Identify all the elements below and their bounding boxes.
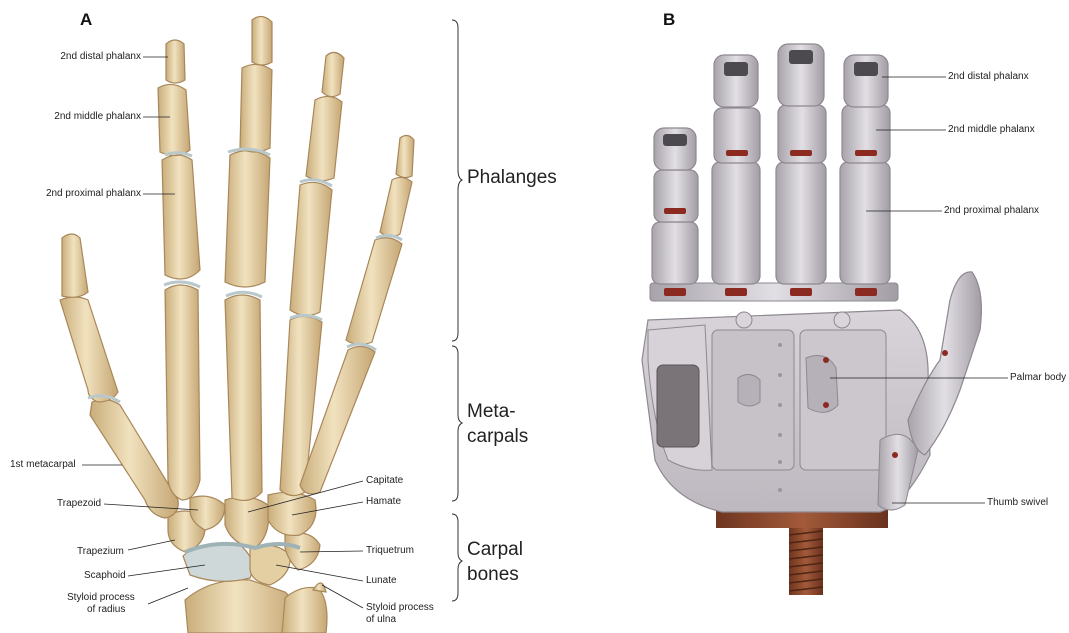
metacarpals-bracket — [452, 346, 462, 501]
base-plate — [716, 510, 888, 528]
fourth-middle-phalanx — [306, 96, 342, 180]
label-first-metacarpal: 1st metacarpal — [10, 459, 76, 471]
thumb-swivel — [878, 434, 918, 510]
hamate-bone — [268, 492, 316, 535]
styloid-ulna — [313, 583, 326, 592]
radius-bone — [185, 580, 297, 633]
label-styloid-radius-line2: of radius — [87, 604, 125, 616]
label-b-middle-phalanx: 2nd middle phalanx — [948, 124, 1035, 136]
carpals-bracket — [452, 514, 462, 601]
fifth-proximal-phalanx — [346, 238, 402, 345]
third-proximal-phalanx — [225, 151, 270, 287]
first-metacarpal — [90, 400, 178, 518]
finger-little-proximal — [652, 222, 698, 284]
finger-middle-proximal — [776, 162, 826, 284]
label-b-distal-phalanx: 2nd distal phalanx — [948, 71, 1029, 83]
fourth-proximal-phalanx — [290, 182, 332, 315]
label-styloid-ulna-line2: of ulna — [366, 614, 396, 626]
prosthetic-fingers — [652, 44, 890, 284]
finger-index-proximal — [840, 162, 890, 284]
palm-slot-left — [738, 374, 760, 406]
label-triquetrum: Triquetrum — [366, 545, 414, 557]
capitate-bone — [225, 497, 269, 548]
group-label-phalanges: Phalanges — [467, 166, 557, 190]
label-thumb-swivel: Thumb swivel — [987, 497, 1048, 509]
label-a-proximal-phalanx: 2nd proximal phalanx — [46, 188, 141, 200]
label-scaphoid: Scaphoid — [84, 570, 126, 582]
fifth-distal-phalanx — [396, 135, 414, 177]
ulna-bone — [282, 587, 327, 633]
wrist-bolt — [789, 525, 823, 595]
prosthetic-hand — [642, 44, 981, 595]
brackets — [452, 20, 462, 601]
label-b-proximal-phalanx: 2nd proximal phalanx — [944, 205, 1039, 217]
label-hamate: Hamate — [366, 496, 401, 508]
phalanges-bracket — [452, 20, 462, 341]
group-label-carpal-line1: Carpal — [467, 538, 523, 562]
palm-slot — [806, 356, 838, 413]
third-middle-phalanx — [240, 64, 272, 152]
group-label-metacarpals-line2: carpals — [467, 425, 528, 449]
label-styloid-ulna-line1: Styloid process — [366, 602, 434, 614]
label-capitate: Capitate — [366, 475, 403, 487]
skeletal-hand — [60, 16, 414, 633]
lunate-bone — [250, 545, 290, 585]
label-lunate: Lunate — [366, 575, 397, 587]
second-middle-phalanx — [158, 84, 190, 155]
thumb-distal-phalanx — [62, 234, 88, 297]
side-window — [657, 365, 699, 447]
third-distal-phalanx — [252, 16, 272, 65]
label-trapezium: Trapezium — [77, 546, 124, 558]
fifth-middle-phalanx — [380, 177, 412, 236]
label-a-distal-phalanx: 2nd distal phalanx — [60, 51, 141, 63]
finger-ring-proximal — [712, 162, 760, 284]
second-distal-phalanx — [166, 40, 185, 83]
second-metacarpal — [165, 285, 200, 500]
label-a-middle-phalanx: 2nd middle phalanx — [54, 111, 141, 123]
thumb-proximal-phalanx — [60, 297, 118, 402]
second-proximal-phalanx — [162, 155, 200, 279]
group-label-metacarpals-line1: Meta- — [467, 400, 516, 424]
label-palmar-body: Palmar body — [1010, 372, 1066, 384]
label-styloid-radius-line1: Styloid process — [67, 592, 135, 604]
finger-little-middle — [654, 170, 698, 222]
fourth-distal-phalanx — [322, 52, 344, 96]
third-metacarpal — [225, 295, 262, 500]
label-trapezoid: Trapezoid — [57, 498, 101, 510]
group-label-carpal-line2: bones — [467, 563, 519, 587]
